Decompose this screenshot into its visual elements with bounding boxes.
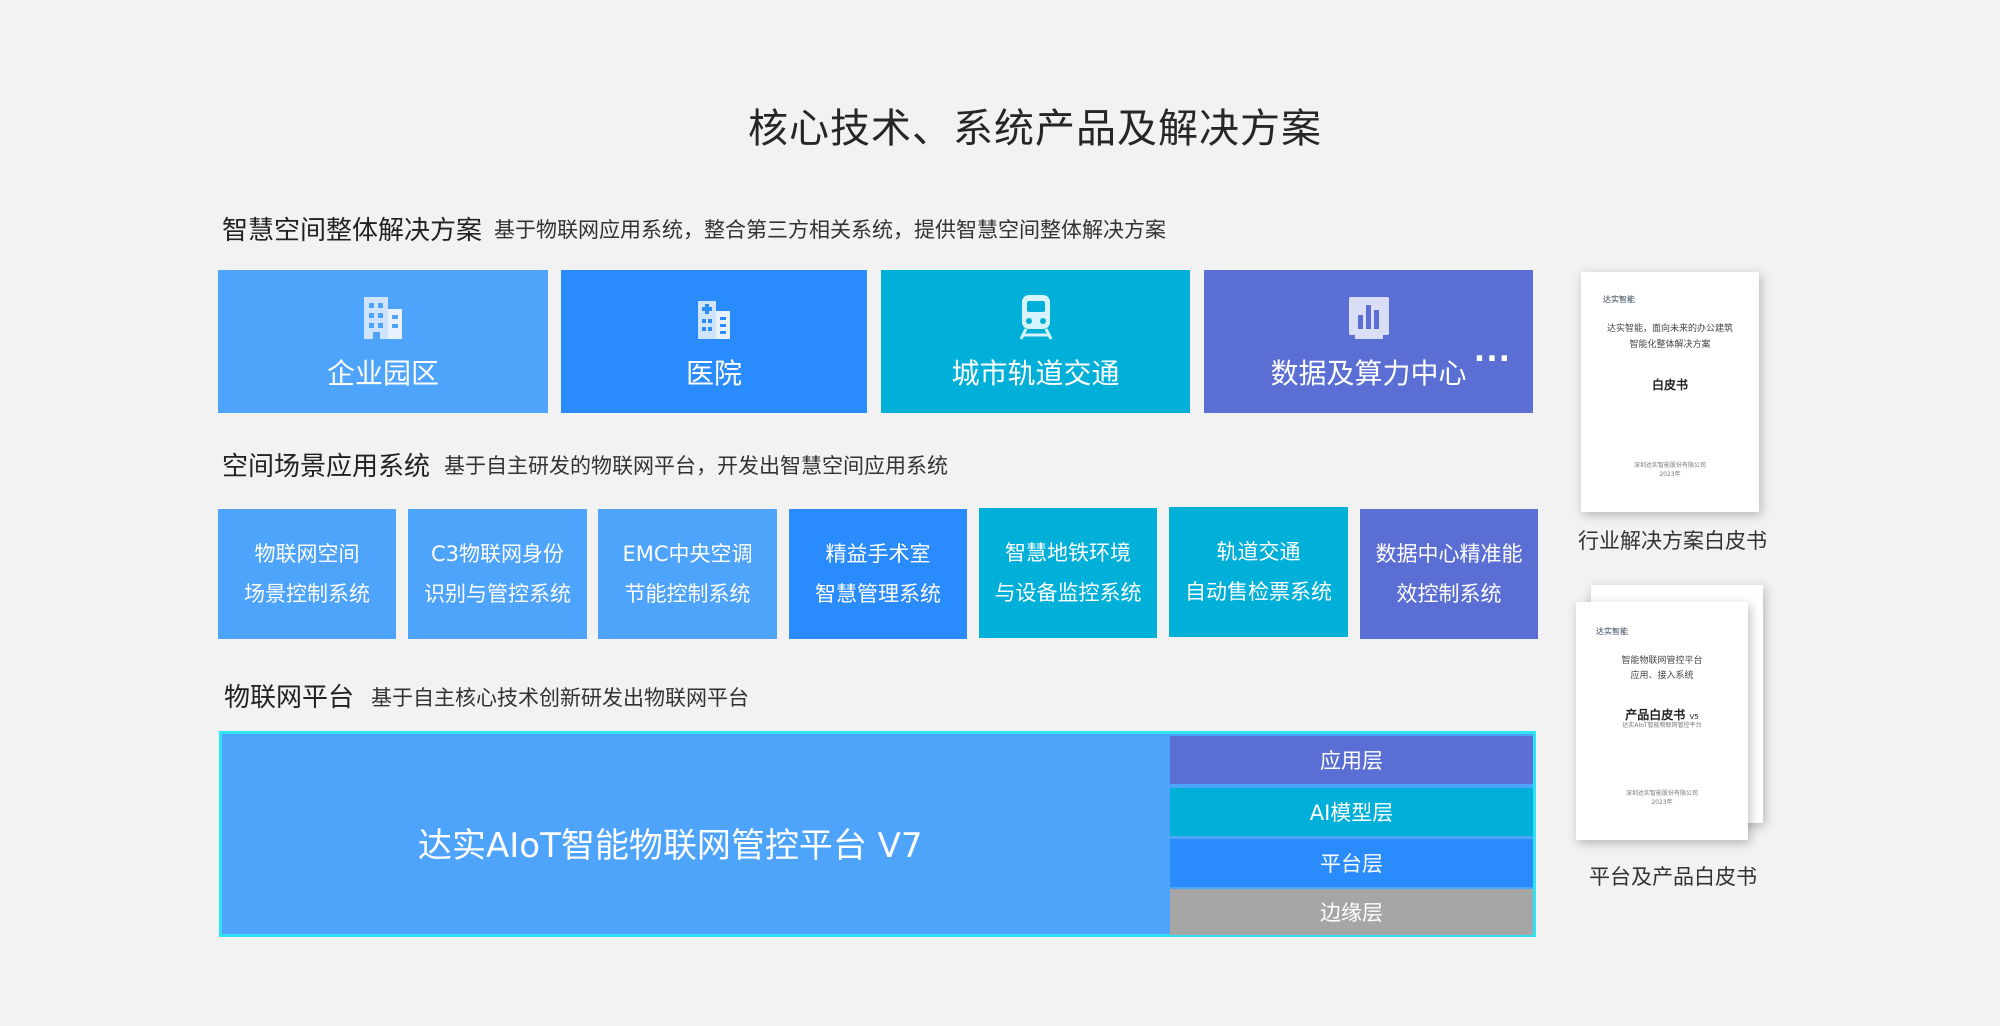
whitepaper-subtitle-line2: 智能化整体解决方案 — [1629, 340, 1711, 350]
scene-line2: 自动售检票系统 — [1185, 580, 1332, 604]
scene-tile[interactable]: 物联网空间 场景控制系统 — [218, 509, 396, 639]
platform-section-title: 物联网平台 — [224, 683, 355, 713]
solution-label: 城市轨道交通 — [951, 356, 1120, 390]
solutions-section-desc: 基于物联网应用系统，整合第三方相关系统，提供智慧空间整体解决方案 — [494, 218, 1166, 242]
whitepaper-subtitle-line1: 智能物联网管控平台 — [1621, 656, 1703, 666]
whitepaper-sub: 达实AIoT智能物联网管控平台 — [1622, 722, 1702, 729]
scene-line1: 轨道交通 — [1216, 540, 1301, 564]
page-title: 核心技术、系统产品及解决方案 — [748, 106, 1322, 152]
scene-tile[interactable]: C3物联网身份 识别与管控系统 — [408, 509, 587, 639]
whitepaper-heading-text: 产品白皮书 — [1625, 708, 1686, 722]
scene-line1: 物联网空间 — [254, 542, 360, 566]
scene-tile[interactable]: 轨道交通 自动售检票系统 — [1169, 507, 1348, 637]
platform-whitepaper-cover[interactable]: 达实智能 智能物联网管控平台 应用、接入系统 产品白皮书 V5 达实AIoT智能… — [1576, 602, 1748, 840]
scene-line2: 识别与管控系统 — [424, 582, 571, 606]
solution-tile-urban-rail[interactable]: 城市轨道交通 — [881, 270, 1190, 413]
train-icon — [1013, 292, 1059, 342]
industry-whitepaper-cover[interactable]: 达实智能 达实智能，面向未来的办公建筑 智能化整体解决方案 白皮书 深圳达实智能… — [1581, 272, 1759, 512]
whitepaper-footer-line1: 深圳达实智能股份有限公司 — [1625, 790, 1698, 797]
company-logo: 达实智能 — [1603, 295, 1635, 304]
whitepaper-subtitle-line1: 达实智能，面向未来的办公建筑 — [1606, 324, 1733, 334]
scene-tile[interactable]: EMC中央空调 节能控制系统 — [598, 509, 777, 639]
scene-tile[interactable]: 智慧地铁环境 与设备监控系统 — [979, 508, 1157, 638]
industry-whitepaper-label[interactable]: 行业解决方案白皮书 — [1578, 529, 1767, 553]
hospital-icon — [691, 292, 737, 342]
scene-line2: 节能控制系统 — [624, 582, 751, 606]
solution-tile-hospital[interactable]: 医院 — [561, 270, 867, 413]
whitepaper-footer-line2: 2023年 — [1651, 799, 1673, 806]
scenes-section-desc: 基于自主研发的物联网平台，开发出智慧空间应用系统 — [444, 454, 948, 478]
scene-line2: 场景控制系统 — [244, 582, 370, 606]
scene-line2: 与设备监控系统 — [994, 581, 1142, 605]
whitepaper-footer-line2: 2023年 — [1659, 471, 1681, 478]
whitepaper-heading: 产品白皮书 V5 — [1576, 706, 1748, 723]
scene-line2: 效控制系统 — [1396, 582, 1502, 606]
whitepaper-heading: 白皮书 — [1651, 378, 1688, 392]
solution-label: 医院 — [685, 356, 742, 390]
whitepaper-subtitle-line2: 应用、接入系统 — [1630, 671, 1694, 681]
data-chart-icon — [1346, 292, 1392, 342]
platform-section-desc: 基于自主核心技术创新研发出物联网平台 — [371, 686, 749, 710]
platform-name: 达实AIoT智能物联网管控平台 V7 — [418, 826, 923, 866]
scene-line1: C3物联网身份 — [430, 542, 565, 566]
whitepaper-footer-line1: 深圳达实智能股份有限公司 — [1633, 462, 1706, 469]
layer-application[interactable]: 应用层 — [1170, 736, 1533, 784]
solutions-section-title: 智慧空间整体解决方案 — [222, 216, 483, 246]
solution-label: 数据及算力中心 — [1270, 356, 1467, 390]
solution-tile-enterprise-park[interactable]: 企业园区 — [218, 270, 548, 413]
more-icon[interactable]: ... — [1473, 334, 1511, 369]
scene-tile[interactable]: 精益手术室 智慧管理系统 — [789, 509, 967, 639]
scene-line2: 智慧管理系统 — [815, 582, 941, 606]
scene-line1: EMC中央空调 — [622, 542, 753, 566]
whitepaper-heading-suffix: V5 — [1689, 713, 1699, 721]
scene-line1: 数据中心精准能 — [1375, 542, 1523, 566]
building-icon — [360, 292, 406, 342]
scenes-section-title: 空间场景应用系统 — [222, 452, 431, 482]
layer-ai-model[interactable]: AI模型层 — [1170, 788, 1533, 836]
solution-label: 企业园区 — [326, 356, 439, 390]
platform-whitepaper-label[interactable]: 平台及产品白皮书 — [1589, 865, 1757, 889]
scene-line1: 智慧地铁环境 — [1005, 541, 1131, 565]
layer-edge[interactable]: 边缘层 — [1170, 889, 1533, 935]
scene-tile[interactable]: 数据中心精准能 效控制系统 — [1360, 509, 1538, 639]
company-logo: 达实智能 — [1596, 627, 1628, 636]
solution-tile-data-center[interactable]: 数据及算力中心 ... — [1204, 270, 1533, 413]
layer-platform[interactable]: 平台层 — [1170, 839, 1533, 887]
scene-line1: 精益手术室 — [825, 542, 931, 566]
